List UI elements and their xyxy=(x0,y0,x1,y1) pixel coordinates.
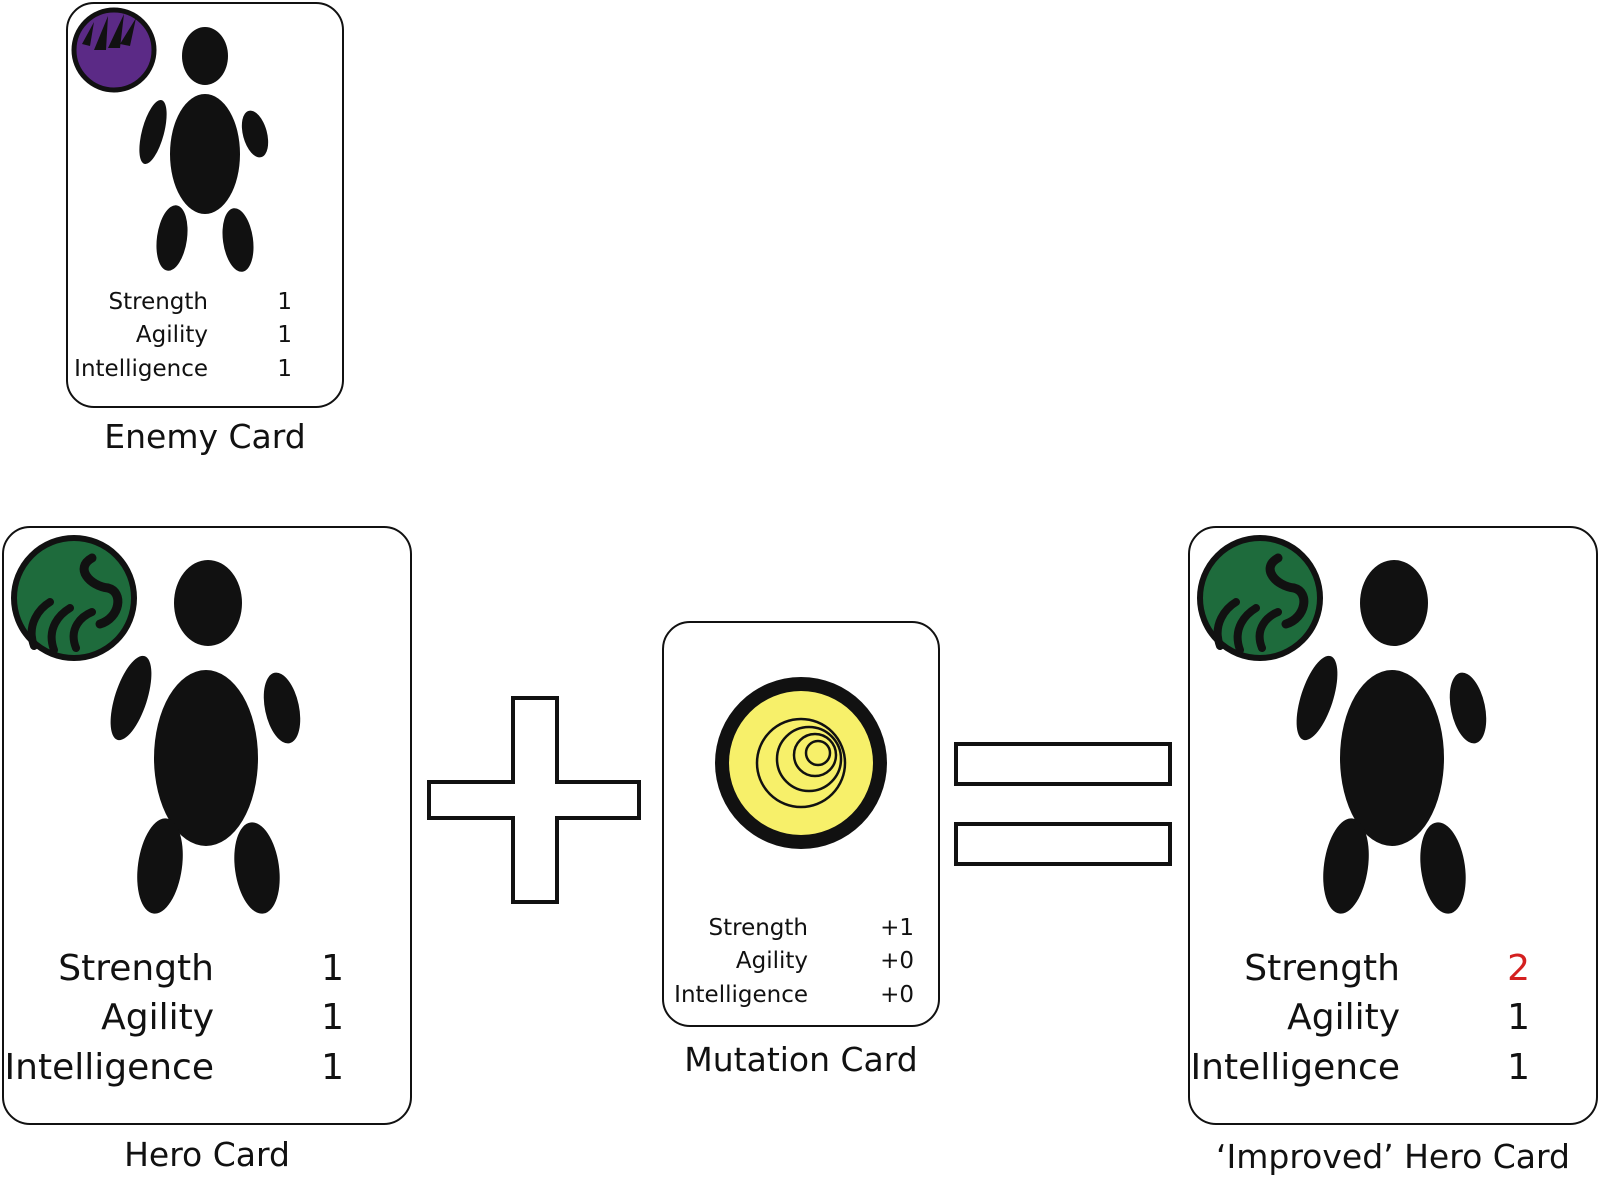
mutation-card-caption: Mutation Card xyxy=(684,1040,918,1079)
enemy-figure-icon xyxy=(139,27,269,272)
hero-intelligence-label: Intelligence xyxy=(4,1047,214,1088)
hero-strength-value: 1 xyxy=(321,948,344,989)
plus-icon xyxy=(427,696,641,904)
hero-card-caption: Hero Card xyxy=(124,1135,290,1174)
hero-intelligence-value: 1 xyxy=(321,1047,344,1088)
mutation-agility-label: Agility xyxy=(735,948,808,974)
mutation-intelligence-label: Intelligence xyxy=(674,982,808,1008)
improved-agility-value: 1 xyxy=(1507,997,1530,1038)
improved-strength-label: Strength xyxy=(1244,948,1400,989)
improved-intelligence-value: 1 xyxy=(1507,1047,1530,1088)
hero-strength-label: Strength xyxy=(58,948,214,989)
mutation-strength-value: +1 xyxy=(880,915,914,941)
improved-hero-card: Strength 2 Agility 1 Intelligence 1 xyxy=(1188,526,1598,1125)
enemy-intelligence-value: 1 xyxy=(277,356,292,382)
improved-intelligence-label: Intelligence xyxy=(1190,1047,1400,1088)
hero-figure-icon xyxy=(110,560,301,914)
mutation-strength-label: Strength xyxy=(708,915,809,941)
enemy-agility-label: Agility xyxy=(135,322,208,348)
enemy-card-caption: Enemy Card xyxy=(104,417,306,456)
improved-agility-label: Agility xyxy=(1287,997,1400,1038)
hero-card-art xyxy=(11,535,301,914)
enemy-strength-value: 1 xyxy=(277,289,292,315)
mutation-intelligence-value: +0 xyxy=(880,982,914,1008)
hero-agility-value: 1 xyxy=(321,997,344,1038)
equals-icon xyxy=(954,742,1172,866)
mutation-agility-value: +0 xyxy=(880,948,914,974)
improved-hero-card-caption: ‘Improved’ Hero Card xyxy=(1216,1137,1570,1176)
spiral-emblem-icon xyxy=(715,677,887,849)
enemy-card-art xyxy=(71,7,269,272)
improved-hero-figure-icon xyxy=(1296,560,1487,914)
enemy-intelligence-label: Intelligence xyxy=(74,356,208,382)
enemy-agility-value: 1 xyxy=(277,322,292,348)
mutation-card-art xyxy=(715,677,887,849)
mutation-card: Strength +1 Agility +0 Intelligence +0 xyxy=(662,621,940,1027)
hero-card: Strength 1 Agility 1 Intelligence 1 xyxy=(2,526,412,1125)
hero-agility-label: Agility xyxy=(101,997,214,1038)
wave-emblem-icon xyxy=(1197,535,1323,661)
improved-hero-card-art xyxy=(1197,535,1487,914)
enemy-strength-label: Strength xyxy=(108,289,209,315)
improved-strength-value: 2 xyxy=(1507,948,1530,989)
claw-emblem-icon xyxy=(71,7,157,93)
enemy-card: Strength 1 Agility 1 Intelligence 1 xyxy=(66,2,344,408)
wave-emblem-icon xyxy=(11,535,137,661)
